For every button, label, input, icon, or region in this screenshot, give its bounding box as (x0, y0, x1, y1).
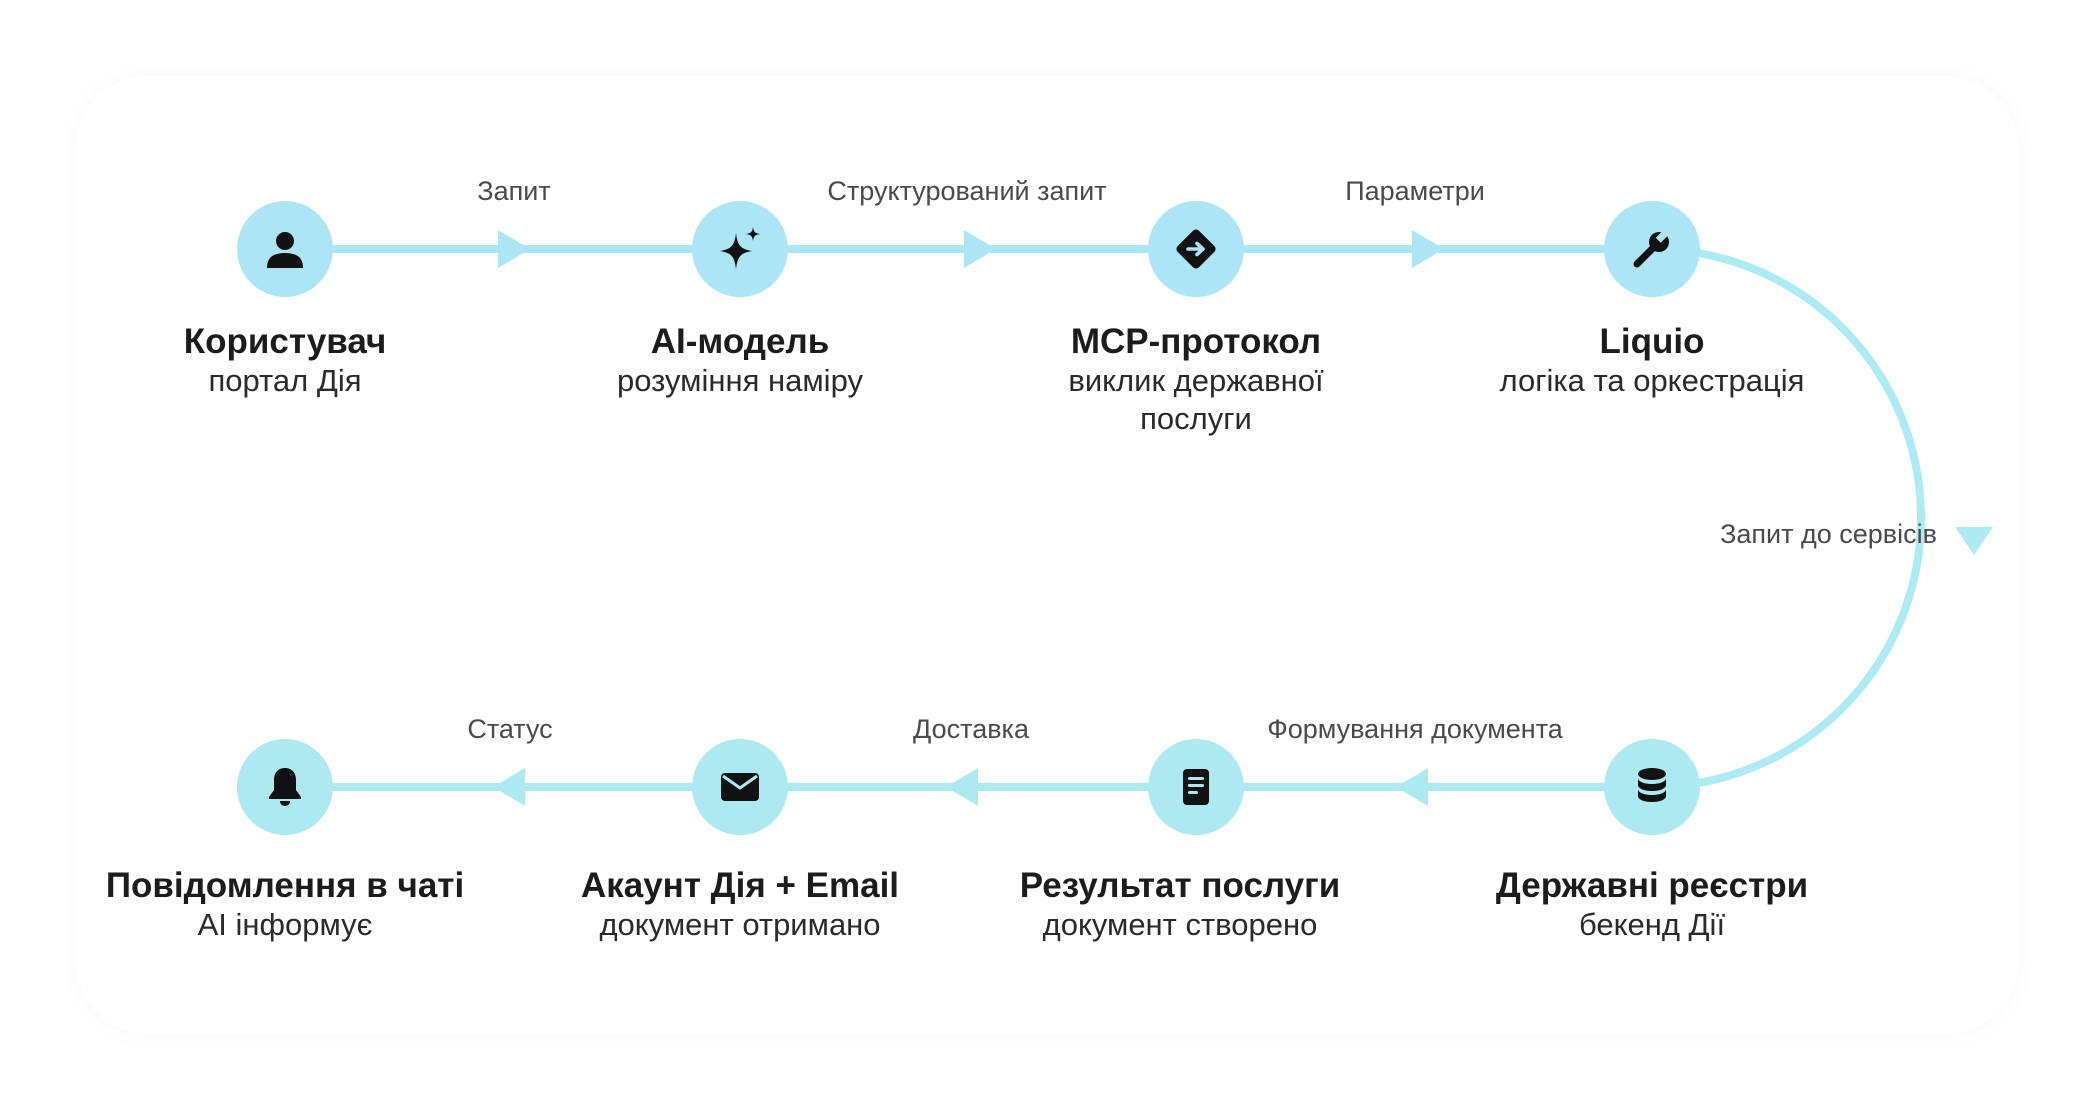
node-title: Повідомлення в чаті (105, 866, 465, 905)
node-subtitle: документ отримано (599, 907, 881, 942)
node-title: MCP-протокол (1070, 322, 1322, 361)
node-subtitle: документ створено (1042, 907, 1318, 942)
node-liquio (1604, 201, 1700, 297)
node-chat-notification (237, 739, 333, 835)
node-account-email (692, 739, 788, 835)
node-subtitle: виклик державної послуги (1068, 363, 1324, 436)
edge-label-4: Запит до сервісів (1720, 519, 1937, 549)
node-subtitle: портал Дія (208, 363, 362, 398)
node-registries (1604, 739, 1700, 835)
edge-label-3: Параметри (1345, 176, 1485, 206)
edge-arrow-4 (1955, 527, 1993, 555)
node-subtitle: логіка та оркестрація (1499, 363, 1805, 398)
edge-label-1: Запит (477, 176, 551, 206)
bell-icon (269, 768, 301, 806)
document-icon (1183, 769, 1209, 805)
node-registries-text: Державні реєстри бекенд Дії (1442, 866, 1862, 944)
node-title: Результат послуги (1019, 866, 1341, 905)
edge-label-2: Структурований запит (827, 176, 1107, 206)
node-subtitle: бекенд Дії (1578, 907, 1726, 942)
edge-arrow-3 (1412, 230, 1444, 268)
node-title: Акаунт Дія + Email (580, 866, 900, 905)
wrench-icon (1633, 229, 1670, 268)
node-liquio-text: Liquio логіка та оркестрація (1442, 322, 1862, 400)
mail-icon (721, 773, 759, 801)
node-mcp (1148, 201, 1244, 297)
edge-label-7: Статус (467, 714, 553, 744)
node-account-email-text: Акаунт Дія + Email документ отримано (530, 866, 950, 944)
node-user (237, 201, 333, 297)
node-result-text: Результат послуги документ створено (970, 866, 1390, 944)
node-title: Користувач (183, 322, 387, 361)
node-mcp-text: MCP-протокол виклик державної послуги (986, 322, 1406, 438)
edge-arrow-7 (493, 768, 525, 806)
node-title: Liquio (1599, 322, 1705, 361)
node-user-text: Користувач портал Дія (75, 322, 495, 400)
edge-arrow-5 (1396, 768, 1428, 806)
edge-curve-4 (1651, 245, 1925, 791)
node-subtitle: розуміння наміру (617, 363, 863, 398)
edge-label-6: Доставка (913, 714, 1029, 744)
edge-arrow-1 (498, 230, 530, 268)
edge-label-5: Формування документа (1267, 714, 1563, 744)
sparkles-icon (720, 227, 760, 269)
node-title: AI-модель (650, 322, 830, 361)
node-chat-notification-text: Повідомлення в чаті AI інформує (75, 866, 495, 944)
direction-arrow-icon (1176, 229, 1216, 269)
node-ai-model-text: AI-модель розуміння наміру (530, 322, 950, 400)
user-icon (267, 232, 303, 268)
node-subtitle: AI інформує (197, 907, 373, 942)
node-ai-model (692, 201, 788, 297)
database-icon (1638, 768, 1666, 802)
edge-arrow-6 (946, 768, 978, 806)
edge-arrow-2 (964, 230, 996, 268)
node-result (1148, 739, 1244, 835)
node-title: Державні реєстри (1495, 866, 1809, 905)
